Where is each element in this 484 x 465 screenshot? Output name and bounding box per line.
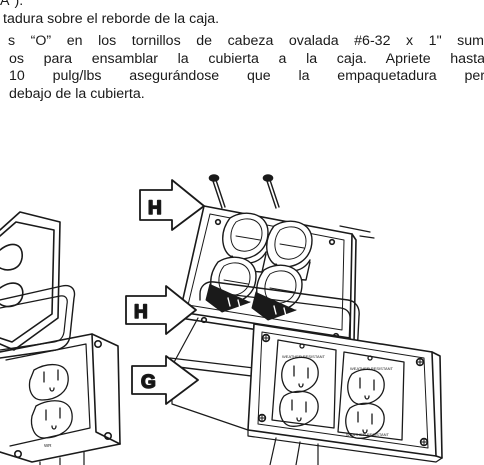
left-receptacle: WR	[28, 364, 73, 448]
screw-icon	[94, 339, 103, 348]
oval-head-screw-icon	[262, 174, 280, 209]
callout-H-top: H	[139, 179, 205, 231]
callout-G: G	[131, 355, 199, 405]
callout-label-H: H	[148, 198, 162, 219]
text-line-6: debajo de la cubierta.	[9, 85, 145, 102]
flip-lid-icon	[266, 220, 313, 281]
receptacle-marking: WEATHER RESISTANT	[346, 432, 390, 437]
duplex-receptacle: WEATHER RESISTANT WEATHER RESISTANT	[337, 351, 405, 441]
text-line-1: A").	[0, 0, 24, 9]
callout-H-middle: H	[125, 285, 197, 335]
flip-lid-icon	[205, 256, 257, 313]
text-line-4: os para ensamblar la cubierta a la caja.…	[9, 50, 484, 67]
duplex-receptacle: WEATHER RESISTANT	[271, 339, 337, 429]
text-line-2: tadura sobre el reborde de la caja.	[3, 10, 220, 27]
weatherproof-cover-plate	[179, 205, 357, 345]
receptacle-marking: WEATHER RESISTANT	[282, 354, 326, 359]
text-line-3: s “O” en los tornillos de cabeza ovalada…	[8, 33, 484, 50]
text-line-5: 10 pulg/lbs asegurándose que la empaquet…	[9, 68, 484, 85]
screw-icon	[104, 431, 113, 440]
receptacle-marking: WEATHER RESISTANT	[350, 366, 394, 371]
electrical-box: WEATHER RESISTANT WEATHER RESISTANT WEAT…	[247, 323, 443, 465]
callout-label-H: H	[134, 302, 148, 323]
callout-label-G: G	[141, 372, 156, 393]
instruction-text: A"). tadura sobre el reborde de la caja.…	[0, 0, 484, 104]
svg-text:WR: WR	[44, 443, 52, 448]
right-assembly: WEATHER RESISTANT WEATHER RESISTANT WEAT…	[169, 174, 443, 465]
left-assembly: WR	[0, 211, 121, 465]
oval-head-screw-icon	[208, 174, 226, 209]
screw-icon	[14, 449, 23, 458]
